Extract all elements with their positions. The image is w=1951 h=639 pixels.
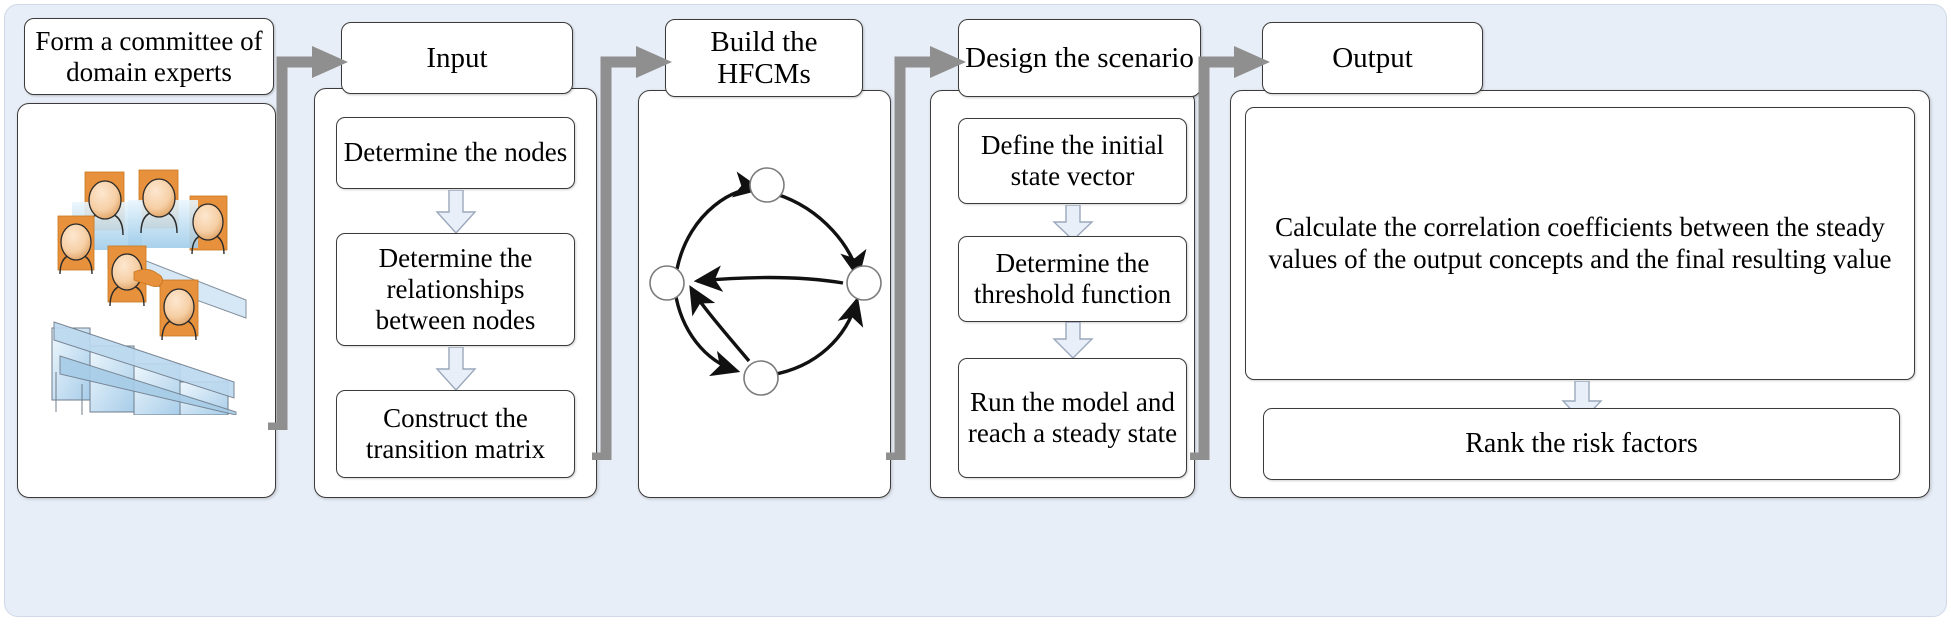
stage-5-step-1: Calculate the correlation coefficients b… (1245, 107, 1915, 380)
fuzzy-cognitive-map-graph (645, 165, 885, 400)
stage-4-step-2-label: Determine the threshold function (973, 247, 1172, 309)
stage-4-step-1: Define the initial state vector (958, 118, 1187, 204)
stage-5-step-2: Rank the risk factors (1263, 408, 1900, 480)
stage-1-header-label: Form a committee of domain experts (35, 26, 263, 87)
stage-2-step-2: Determine the relationships between node… (336, 233, 575, 346)
committee-of-experts-illustration (38, 150, 248, 416)
stage-4-arrow-1 (1052, 204, 1094, 241)
stage-3-header: Build the HFCMs (665, 19, 863, 97)
stage-5-step-1-label: Calculate the correlation coefficients b… (1268, 212, 1892, 274)
stage-4-step-2: Determine the threshold function (958, 236, 1187, 322)
stage-4-step-3: Run the model and reach a steady state (958, 358, 1187, 478)
stage-5-header-label: Output (1332, 41, 1413, 74)
stage-2-step-3: Construct the transition matrix (336, 390, 575, 478)
stage-2-header: Input (341, 22, 573, 94)
stage-4-step-1-label: Define the initial state vector (981, 129, 1164, 191)
stage-4-header-label: Design the scenario (965, 41, 1194, 74)
stage-2-header-label: Input (426, 41, 488, 74)
stage-2-step-3-label: Construct the transition matrix (365, 402, 546, 464)
stage-2-arrow-1 (435, 189, 477, 235)
stage-1-header: Form a committee of domain experts (24, 18, 274, 95)
stage-4-header: Design the scenario (958, 19, 1201, 97)
stage-2-step-1: Determine the nodes (336, 117, 575, 189)
connector-3-to-4 (886, 30, 974, 464)
stage-2-arrow-2 (435, 346, 477, 392)
stage-5-header: Output (1262, 22, 1483, 94)
fcm-node-bottom (743, 360, 779, 396)
fcm-node-left (649, 265, 685, 301)
connector-4-to-5 (1190, 30, 1278, 464)
fcm-node-right (846, 265, 882, 301)
stage-2-step-1-label: Determine the nodes (343, 137, 568, 168)
stage-3-header-label: Build the HFCMs (710, 25, 818, 90)
connector-2-to-3 (592, 30, 680, 464)
fcm-node-top (749, 167, 785, 203)
stage-4-step-3-label: Run the model and reach a steady state (967, 386, 1178, 448)
stage-5-step-2-label: Rank the risk factors (1465, 427, 1698, 459)
stage-4-arrow-2 (1052, 321, 1094, 359)
stage-2-step-2-label: Determine the relationships between node… (375, 242, 536, 336)
connector-1-to-2 (268, 30, 356, 434)
